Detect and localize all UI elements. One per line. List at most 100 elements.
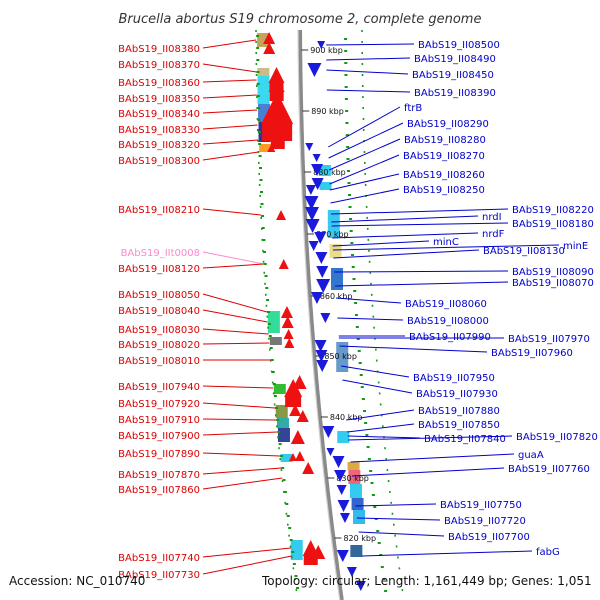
map-title: Brucella abortus S19 chromosome 2, compl… <box>119 12 482 27</box>
left-label-connector <box>202 263 264 269</box>
left-label-connector <box>202 251 264 265</box>
reverse-gene-arrow <box>305 219 320 233</box>
forward-gene-arrow <box>267 144 276 152</box>
forward-gene-arrow <box>302 462 315 474</box>
forward-gene-body <box>285 396 302 407</box>
forward-gene-arrow <box>268 76 285 92</box>
forward-gene-arrow <box>290 430 305 444</box>
cog-band <box>348 470 361 484</box>
cog-band <box>273 384 286 394</box>
reverse-gene-arrow <box>308 241 319 251</box>
right-label-connector <box>326 57 411 61</box>
outer-ring-right <box>361 29 405 600</box>
forward-gene-arrow <box>288 453 297 461</box>
reverse-gene-arrow <box>311 164 324 176</box>
reverse-gene-arrow <box>314 232 327 244</box>
cog-band <box>330 268 343 290</box>
right-label-connector <box>355 503 437 507</box>
left-gene-label: BAbS19_II08350 <box>118 94 200 105</box>
right-label-connector <box>328 138 401 171</box>
forward-gene-arrow <box>280 306 293 318</box>
left-label-connector <box>202 328 269 335</box>
kbp-tick-label: 830 kbp <box>336 474 369 483</box>
right-label-connector <box>339 345 488 353</box>
cog-band <box>257 68 270 76</box>
accession-text: Accession: NC_010740 <box>9 574 146 588</box>
right-gene-label: BAbS19_II08390 <box>414 88 496 99</box>
forward-gene-arrow <box>296 410 309 422</box>
cog-band <box>319 182 332 190</box>
left-gene-label: BAbS19_II08040 <box>118 306 200 317</box>
right-gene-label: BAbS19_II07840 <box>424 434 506 445</box>
left-label-connector <box>202 467 282 475</box>
left-label-connector <box>202 79 257 83</box>
kbp-tick-label: 880 kbp <box>313 168 346 177</box>
left-label-connector <box>202 124 258 130</box>
right-label-connector <box>326 43 415 46</box>
right-gene-label: BAbS19_II08180 <box>512 219 594 230</box>
label-connectors <box>202 39 560 575</box>
right-label-connector <box>358 531 445 537</box>
right-label-connector <box>328 122 404 159</box>
right-label-connector <box>352 467 505 477</box>
right-gene-label: BAbS19_II07820 <box>516 432 598 443</box>
kbp-tick-label: 840 kbp <box>330 413 363 422</box>
right-gene-label: BAbS19_II07970 <box>508 334 590 345</box>
right-label-connector <box>361 550 533 557</box>
cog-band <box>349 484 362 498</box>
rna-gene-label: BAbS19_IIt0008 <box>121 248 200 259</box>
left-gene-label: BAbS19_II07920 <box>118 399 200 410</box>
left-gene-label: BAbS19_II08210 <box>118 205 200 216</box>
kbp-tick-label: 860 kbp <box>320 292 353 301</box>
left-label-connector <box>202 477 283 490</box>
cog-band <box>350 545 363 557</box>
left-label-connector <box>202 94 257 99</box>
cog-band <box>280 454 293 462</box>
reverse-gene-arrow <box>305 143 314 151</box>
left-label-connector <box>202 418 277 421</box>
cog-band <box>336 342 349 372</box>
cog-band <box>259 144 272 152</box>
cog-band <box>329 244 342 258</box>
reverse-gene-arrow <box>316 266 329 278</box>
left-gene-label: BAbS19_II08380 <box>118 44 200 55</box>
reverse-gene-arrow <box>317 41 326 49</box>
right-label-connector <box>335 297 402 304</box>
right-gene-label: BAbS19_II07720 <box>444 516 526 527</box>
left-label-connector <box>202 63 257 73</box>
right-gene-label: BAbS19_II07850 <box>418 420 500 431</box>
reverse-gene-arrow <box>312 154 321 162</box>
forward-gene-arrow <box>263 32 276 44</box>
right-label-connector <box>326 69 409 75</box>
reverse-gene-arrow <box>311 178 324 190</box>
right-gene-label: BAbS19_II07950 <box>413 373 495 384</box>
forward-gene-arrow <box>261 92 294 124</box>
left-gene-label: BAbS19_II07870 <box>118 470 200 481</box>
left-gene-label: BAbS19_II07910 <box>118 415 200 426</box>
reverse-gene-arrow <box>322 426 335 438</box>
right-label-connector <box>341 365 410 378</box>
reverse-gene-arrow <box>339 513 350 523</box>
right-gene-label: minE <box>563 241 588 252</box>
cog-band <box>275 405 288 418</box>
right-gene-label: BAbS19_II08060 <box>405 299 487 310</box>
right-gene-label: BAbS19_II08490 <box>414 54 496 65</box>
right-label-connector <box>333 249 480 259</box>
reverse-gene-arrow <box>316 279 331 293</box>
right-label-connector <box>342 379 413 394</box>
cog-band <box>290 540 303 560</box>
right-gene-label: BAbS19_II08220 <box>512 205 594 216</box>
reverse-gene-arrow <box>346 567 357 577</box>
cog-band <box>318 165 331 176</box>
genome-stats-text: Topology: circular; Length: 1,161,449 bp… <box>262 574 592 588</box>
cog-band <box>267 311 280 333</box>
right-label-connector <box>348 435 513 441</box>
left-gene-label: BAbS19_II08320 <box>118 140 200 151</box>
left-gene-label: BAbS19_II08330 <box>118 125 200 136</box>
right-gene-label: BAbS19_II08250 <box>403 185 485 196</box>
backbone-highlight <box>297 29 341 600</box>
right-label-connector <box>335 281 509 287</box>
left-label-connector <box>202 452 280 457</box>
forward-gene-arrow <box>269 124 286 140</box>
